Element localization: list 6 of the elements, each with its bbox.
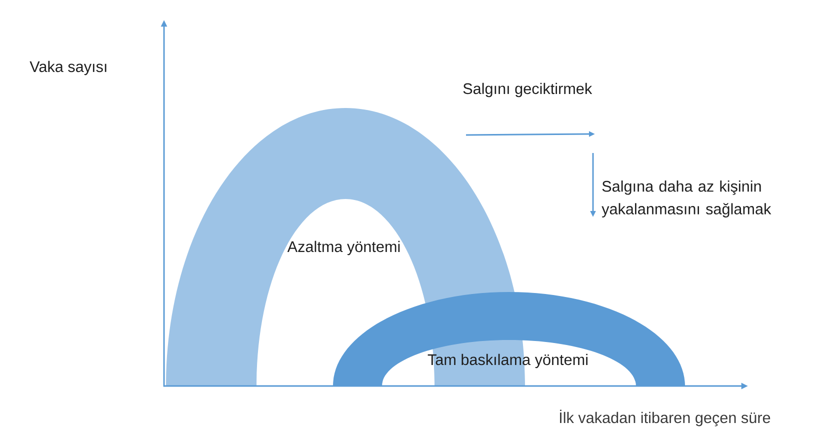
axis-label: Vaka sayısı <box>30 60 106 76</box>
annotation-text: Salgını geciktirmek <box>463 82 592 98</box>
region-label: Tam baskılama yöntemi <box>428 354 588 368</box>
axis-label: İlk vakadan itibaren geçen süre <box>560 410 770 426</box>
region-label: Azaltma yöntemi <box>287 240 400 256</box>
annotation-text: Salgına daha az kişinin yakalanmasını sağlamak <box>602 180 772 218</box>
